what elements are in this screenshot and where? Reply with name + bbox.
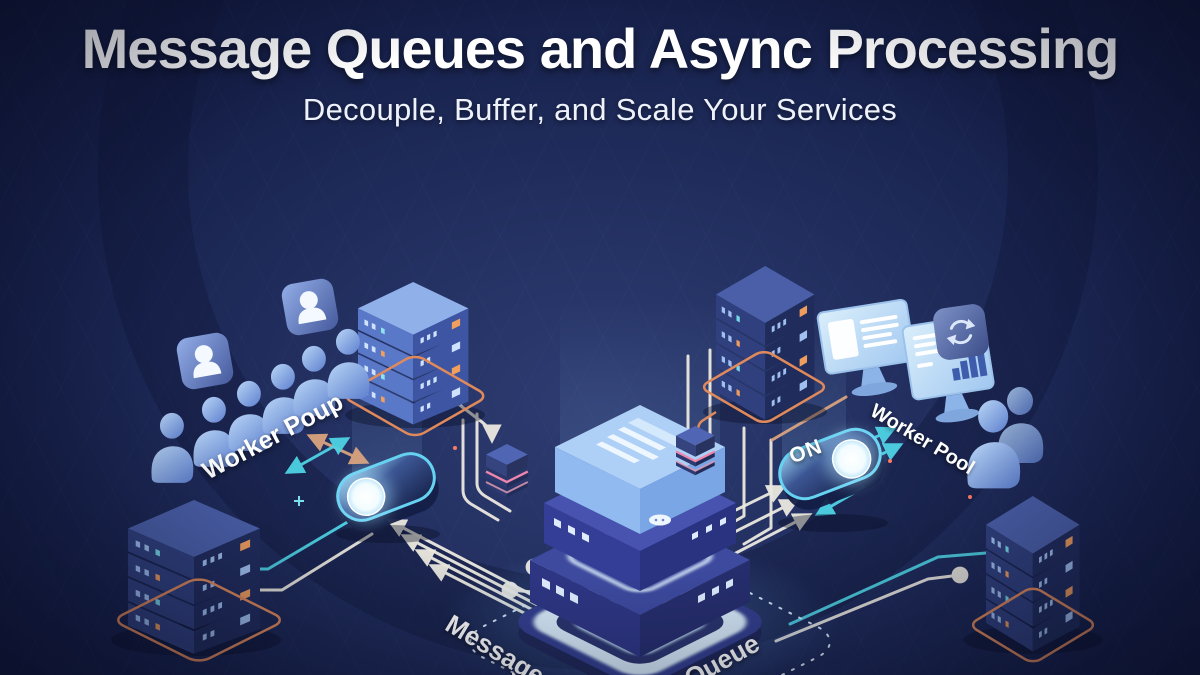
user-badge-icon <box>174 330 236 392</box>
queue-port-icon <box>649 514 671 526</box>
server-stack-top-right-icon <box>716 266 815 420</box>
page-title: Message Queues and Async Processing <box>81 17 1120 80</box>
sync-badge-icon <box>930 301 992 363</box>
page-subtitle: Decouple, Buffer, and Scale Your Service… <box>302 92 898 127</box>
user-badge-icon <box>279 276 341 338</box>
message-package-icon <box>484 442 529 499</box>
